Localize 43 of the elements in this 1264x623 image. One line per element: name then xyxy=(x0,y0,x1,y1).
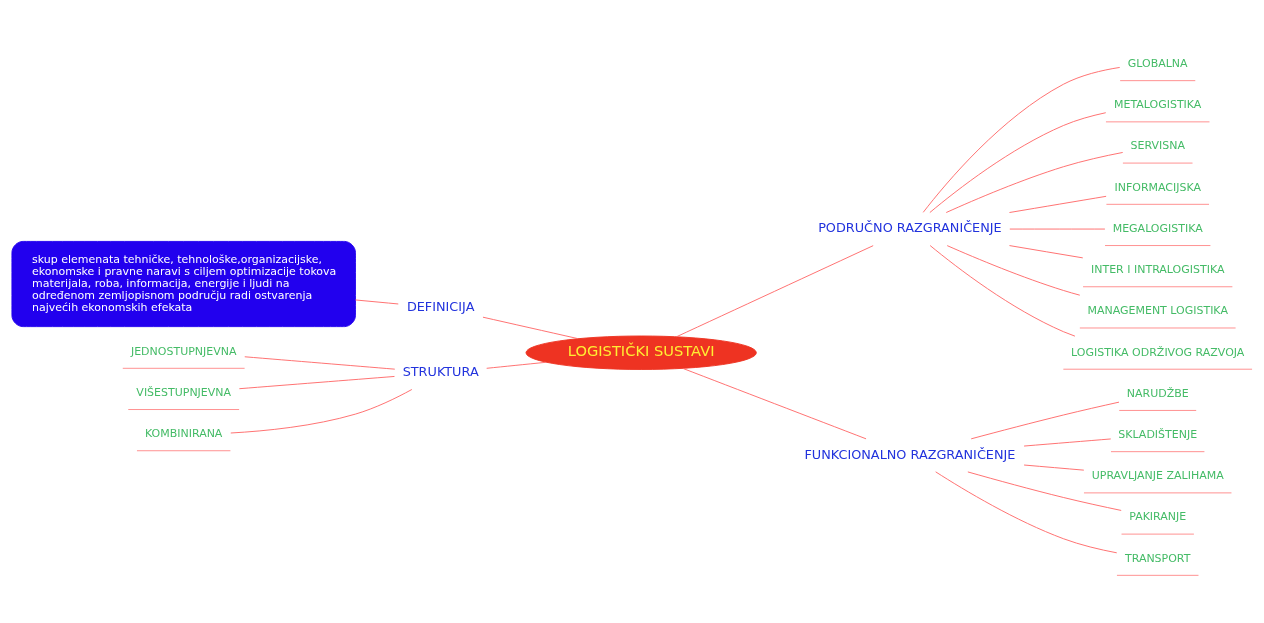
connector xyxy=(945,152,1124,213)
node-text: TRANSPORT xyxy=(1125,551,1191,565)
connector xyxy=(929,112,1107,213)
connector xyxy=(355,299,399,305)
node-text: NARUDŽBE xyxy=(1126,386,1189,400)
node-text: UPRAVLJANJE ZALIHAMA xyxy=(1091,469,1224,483)
node-box: skup elemenata tehničke, tehnološke,organizacijske, ekonomske i pravne naravi s ciljem optimizacije tokova materijala, roba, informacija, energije i ljudi na određenom zemljopisnom području radi ostvarenja najvećih ekonomskih efekata xyxy=(11,240,356,328)
node-text: INFORMACIJSKA xyxy=(1114,180,1201,194)
connector xyxy=(929,245,1076,337)
node-text: SKLADIŠTENJE xyxy=(1118,428,1198,442)
connector xyxy=(970,401,1120,440)
node-text: FUNKCIONALNO RAZGRANIČENJE xyxy=(804,446,1016,462)
connector xyxy=(935,471,1118,554)
connector xyxy=(1009,228,1106,230)
node-text: GLOBALNA xyxy=(1127,56,1188,70)
connector xyxy=(238,376,395,390)
connector xyxy=(967,471,1122,511)
connector xyxy=(922,67,1121,213)
node-text: METALOGISTIKA xyxy=(1114,98,1202,112)
node-text: JEDNOSTUPNJEVNA xyxy=(130,344,237,358)
node-text: PAKIRANJE xyxy=(1129,510,1187,524)
node-text: LOGISTIKA ODRŽIVOG RAZVOJA xyxy=(1071,345,1245,359)
node-ellipse: LOGISTIČKI SUSTAVI xyxy=(525,335,757,370)
node-text: PODRUČNO RAZGRANIČENJE xyxy=(818,220,1002,236)
connector xyxy=(676,245,874,338)
connector xyxy=(1023,464,1085,471)
node-text: DEFINICIJA xyxy=(406,299,475,315)
node-text: KOMBINIRANA xyxy=(145,427,223,441)
node-text: INTER I INTRALOGISTIKA xyxy=(1091,263,1225,277)
connector xyxy=(230,389,413,434)
connector xyxy=(486,361,547,369)
connector xyxy=(1023,438,1112,447)
connector xyxy=(244,356,396,370)
connector xyxy=(1009,245,1084,259)
connector xyxy=(1009,195,1107,213)
node-text: SERVISNA xyxy=(1130,139,1185,153)
connector xyxy=(946,245,1081,296)
node-text: MEGALOGISTIKA xyxy=(1112,221,1203,235)
connector xyxy=(482,316,579,340)
connector xyxy=(682,368,867,440)
node-text: STRUKTURA xyxy=(402,364,479,380)
node-text: MANAGEMENT LOGISTIKA xyxy=(1087,304,1228,318)
node-text: VIŠESTUPNJEVNA xyxy=(136,385,232,399)
